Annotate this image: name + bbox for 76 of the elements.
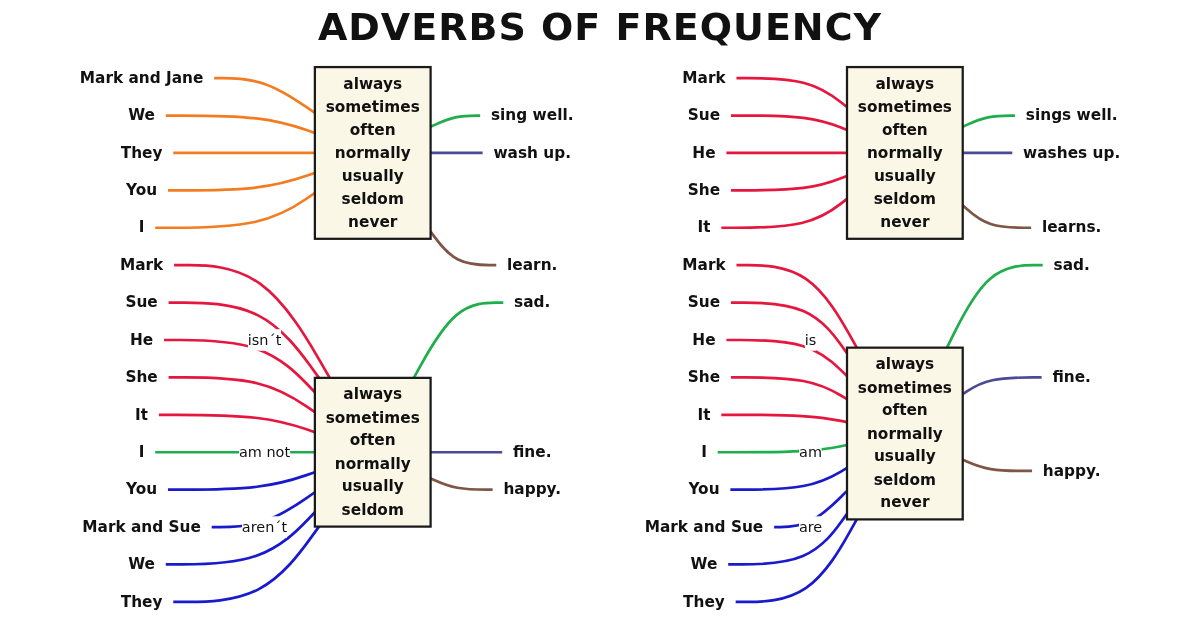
node-text: Mark [682,68,726,87]
node-box: always sometimes often normally usually seldom never [845,346,964,521]
node-box: always sometimes often normally usually seldom never [845,65,964,240]
connector [962,151,1013,155]
node-text: Sue [125,292,158,311]
node-text: learns. [1041,218,1102,237]
node-text: She [125,367,158,386]
connector [731,376,848,401]
edge-label: am [799,443,822,461]
node-text: You [688,479,720,498]
node-text: fine. [1052,367,1091,386]
node-text: She [687,180,721,199]
connector [731,174,848,192]
node-box: always sometimes often normally usually seldom [313,376,432,528]
connector [726,338,848,378]
node-text: It [697,218,711,237]
node-text: He [692,143,716,162]
connector [429,230,497,267]
node-text: He [692,330,716,349]
connector [726,151,847,155]
node-text: sad. [514,292,551,311]
node-text: washes up. [1023,143,1121,162]
edge-label: isn´t [247,330,282,349]
connector [736,76,848,109]
node-text: Mark and Sue [82,517,201,536]
node-text: Mark [119,255,164,274]
node-text: You [126,180,158,199]
node-text: sing well. [491,105,574,124]
node-text: Sue [687,105,721,124]
edge-label: am not [238,443,291,461]
node-text: They [120,592,163,611]
node-text: We [128,554,155,573]
node-text: They [120,143,163,162]
node-text: wash up. [493,143,572,162]
node-text: We [128,105,155,124]
connector [728,513,849,566]
node-text: It [697,405,711,424]
node-text: You [126,479,158,498]
node-text: Sue [687,292,721,311]
connector [962,458,1033,473]
node-text: We [690,554,718,573]
connector [173,525,321,604]
node-text: Mark and Jane [79,68,204,87]
node-text: He [129,330,154,349]
node-text: Mark [682,255,726,274]
connector [774,489,848,529]
connector [430,450,503,454]
edge-label: is [804,330,817,349]
connector [962,114,1016,128]
node-text: sad. [1053,255,1090,274]
connector [735,518,858,604]
edge-label: aren´t [241,518,288,536]
node-text: I [701,442,707,461]
connector [730,466,848,491]
node-text: She [687,367,721,386]
connector [736,263,858,349]
title: ADVERBS OF FREQUENCY [317,4,883,50]
connector [721,413,848,424]
node-text: happy. [503,479,562,498]
node-text: learn. [507,255,558,274]
node-text: I [138,442,145,461]
node-text: Mark and Sue [644,517,764,536]
node-text: They [683,592,725,611]
connector [430,151,483,155]
node-text: happy. [1042,461,1101,480]
node-text: fine. [512,442,552,461]
node-text: sings well. [1025,105,1118,124]
connector [430,477,493,491]
connector [173,151,315,155]
connector [731,114,848,132]
connector [721,197,848,230]
connector [430,114,481,128]
node-box: always sometimes often normally usually seldom never [313,65,432,240]
edge-label: are [798,518,823,536]
node-text: I [138,218,145,237]
node-text: It [135,405,149,424]
